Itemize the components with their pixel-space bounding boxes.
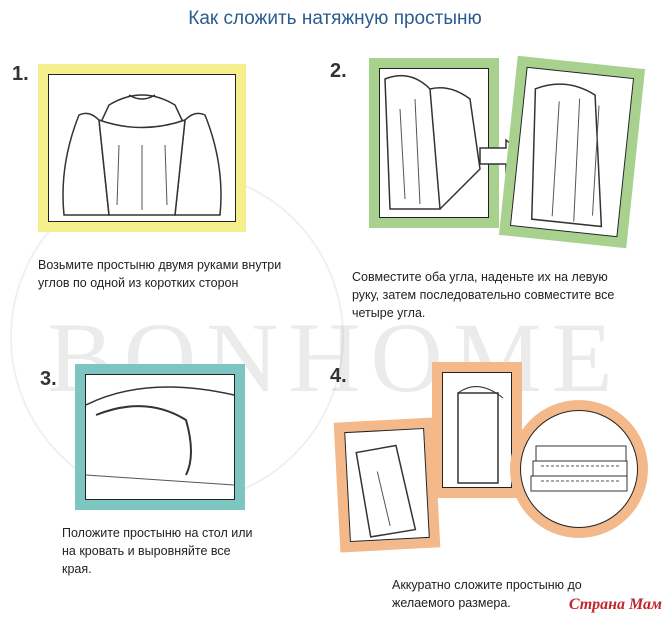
folded-sheet-stack-illustration <box>530 445 628 492</box>
step-3-number: 3. <box>40 368 57 390</box>
sheet-folded-illustration <box>530 83 603 228</box>
page-title: Как сложить натяжную простыню <box>188 8 482 29</box>
step-2-illustration-a <box>369 58 499 228</box>
sheet-on-table-illustration <box>86 386 234 486</box>
caption-line: углов по одной из коротких сторон <box>38 276 239 290</box>
caption-line: Аккуратно сложите простыню до <box>392 578 582 592</box>
step-2-illustration-b <box>498 55 646 249</box>
caption-line: Совместите оба угла, наденьте их на леву… <box>352 270 608 284</box>
step-1-caption: Возьмите простыню двумя руками внутри уг… <box>38 256 308 292</box>
step-3-caption: Положите простыню на стол или на кровать… <box>62 524 282 578</box>
step-4-number: 4. <box>330 365 347 387</box>
step-4-illustration-c <box>510 400 648 538</box>
caption-line: на кровать и выровняйте все <box>62 544 231 558</box>
step-2-caption: Совместите оба угла, наденьте их на леву… <box>352 268 652 322</box>
site-logo: Страна Мам <box>568 596 662 613</box>
step-1-illustration <box>38 64 246 232</box>
step-4-caption: Аккуратно сложите простыню до желаемого … <box>392 576 612 612</box>
caption-line: четыре угла. <box>352 306 426 320</box>
step-3-illustration <box>75 364 245 510</box>
step-1-number: 1. <box>12 63 29 85</box>
caption-line: Положите простыню на стол или <box>62 526 253 540</box>
sheet-corners-illustration <box>384 74 481 210</box>
step-4-illustration-a <box>432 362 522 498</box>
person-holding-sheet-illustration <box>62 94 222 216</box>
caption-line: края. <box>62 562 92 576</box>
step-4-illustration-b <box>333 417 441 553</box>
caption-line: желаемого размера. <box>392 596 511 610</box>
caption-line: руку, затем последовательно совместите в… <box>352 288 615 302</box>
sheet-fold-step-illustration <box>355 444 417 538</box>
folding-sheet-illustration <box>457 386 504 484</box>
caption-line: Возьмите простыню двумя руками внутри <box>38 258 282 272</box>
step-2-number: 2. <box>330 60 347 82</box>
